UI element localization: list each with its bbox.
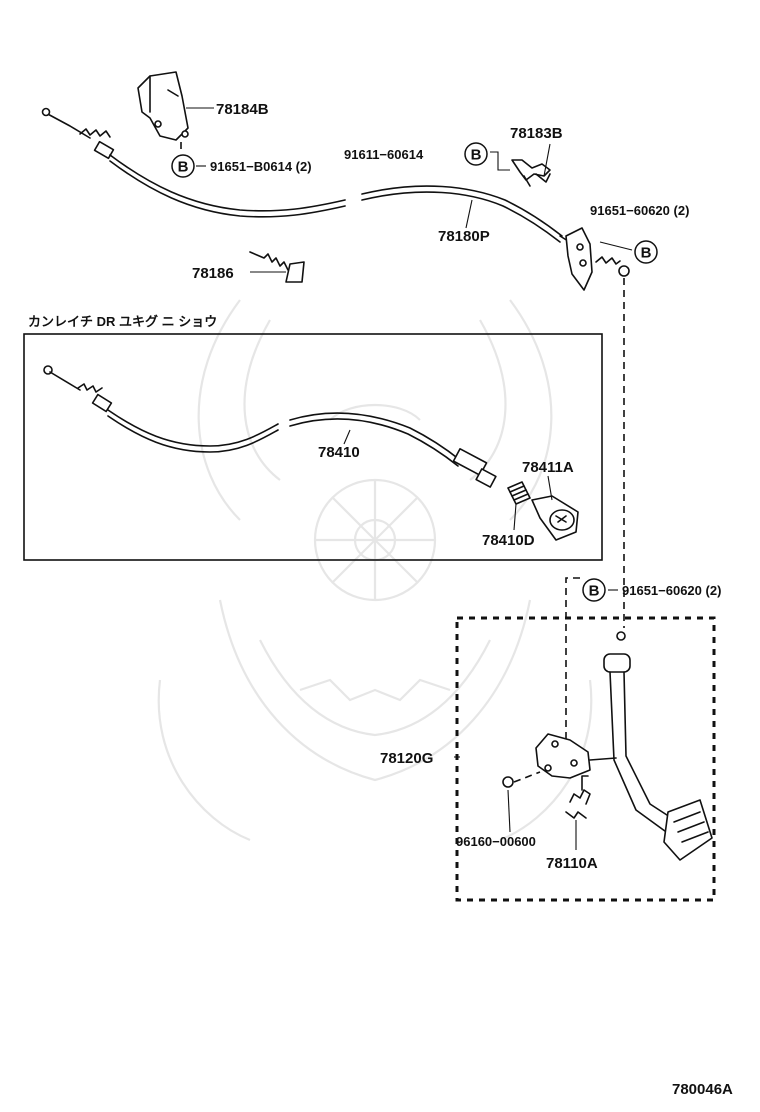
section-title: カンレイチ DR ユキグ ニ ショウ bbox=[28, 314, 217, 329]
leader-lines bbox=[186, 107, 633, 850]
label-96160-00600: 96160−00600 bbox=[456, 834, 536, 849]
knob-78411A bbox=[531, 495, 579, 541]
badge-b-91651-60620-upper: B bbox=[634, 240, 658, 264]
spring-78186 bbox=[249, 251, 305, 283]
label-91611-60614: 91611−60614 bbox=[344, 147, 424, 162]
cable-78410 bbox=[43, 365, 497, 488]
svg-text:B: B bbox=[471, 147, 482, 164]
label-78120G: 78120G bbox=[380, 750, 433, 767]
label-91651-60620-lower: 91651−60620 (2) bbox=[622, 583, 721, 598]
bracket-78120G bbox=[535, 733, 617, 779]
svg-text:B: B bbox=[178, 159, 189, 176]
spring-78410D bbox=[507, 481, 531, 505]
bracket-cable-end bbox=[565, 227, 593, 291]
label-78183B: 78183B bbox=[510, 125, 563, 142]
label-91651-B0614: 91651−B0614 (2) bbox=[210, 159, 312, 174]
badge-b-91611-60614: B bbox=[464, 142, 488, 166]
diagram-code: 780046A bbox=[672, 1081, 733, 1098]
badge-b-91651-B0614: B bbox=[171, 154, 195, 178]
label-78186: 78186 bbox=[192, 265, 234, 282]
svg-text:B: B bbox=[641, 245, 652, 262]
label-78410: 78410 bbox=[318, 444, 360, 461]
svg-text:B: B bbox=[589, 583, 600, 600]
clip-78183B bbox=[511, 159, 551, 187]
label-78184B: 78184B bbox=[216, 101, 269, 118]
label-78110A: 78110A bbox=[546, 855, 598, 872]
label-78411A: 78411A bbox=[522, 459, 574, 476]
cable-78180P bbox=[41, 107, 630, 277]
pedal-arm bbox=[603, 631, 713, 861]
pedal-assembly-box bbox=[455, 616, 716, 902]
connector-dash-bracket bbox=[565, 577, 580, 752]
cold-region-box bbox=[23, 333, 603, 561]
badge-b-91651-60620-lower: B bbox=[582, 578, 606, 602]
watermark-emblem bbox=[157, 299, 593, 842]
label-78180P: 78180P bbox=[438, 228, 490, 245]
clip-96160-00600 bbox=[502, 771, 541, 788]
label-78410D: 78410D bbox=[482, 532, 535, 549]
spring-78110A bbox=[565, 775, 591, 819]
label-91651-60620-upper: 91651−60620 (2) bbox=[590, 203, 689, 218]
bracket-78184B bbox=[137, 71, 189, 152]
